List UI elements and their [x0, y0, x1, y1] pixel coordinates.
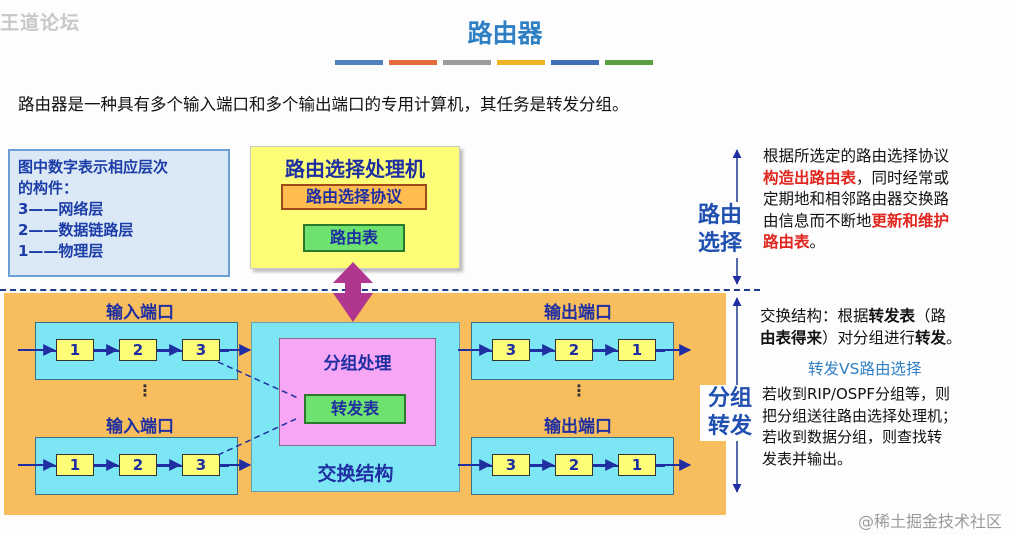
emphasis-text: 更新和维护 — [871, 211, 950, 230]
legend-line: 图中数字表示相应层次 — [18, 158, 169, 176]
text-line: 路由表。 — [763, 232, 1008, 254]
color-bar-1 — [335, 60, 383, 65]
output-port-title: 输出端口 — [544, 303, 612, 323]
legend-line: 2——数据链路层 — [18, 221, 134, 239]
double-arrow-icon — [333, 262, 373, 322]
layer-cell: 3 — [182, 454, 220, 476]
forwarding-section-label: 分组 转发 — [700, 385, 760, 441]
layer-cell: 1 — [618, 454, 656, 476]
layer-cell: 3 — [182, 339, 220, 361]
watermark-bottom-right: @稀土掘金技术社区 — [857, 512, 1002, 531]
forwarding-detail: 若收到RIP/OSPF分组等，则 把分组送往路由选择处理机； 若收到数据分组，则… — [762, 384, 1010, 470]
text-line: 若收到数据分组，则查找转 — [762, 428, 943, 446]
text-span: 。 — [809, 233, 826, 251]
text-line: 发表并输出。 — [762, 449, 853, 468]
text-span: 交换结构：根据 — [760, 307, 869, 325]
layer-cell: 2 — [119, 454, 157, 476]
text-line: 交换结构：根据转发表（路 — [760, 306, 1010, 328]
text-line: 把分组送往路由选择处理机； — [762, 406, 958, 425]
color-bar-2 — [389, 60, 437, 65]
color-bar-3 — [443, 60, 491, 65]
title-color-bars — [335, 60, 653, 66]
legend-line: 1——物理层 — [18, 242, 104, 260]
text-span: 。 — [946, 328, 962, 347]
text-line: 构造出路由表，同时经常或 — [763, 168, 1008, 190]
legend-line: 3——网络层 — [18, 200, 104, 218]
text-span: ，同时经常或 — [856, 168, 950, 187]
routing-explanation: 根据所选定的路由选择协议 构造出路由表，同时经常或 定期地和相邻路由器交换路 由… — [763, 146, 1008, 254]
input-port-box: 1 2 3 — [35, 322, 238, 380]
output-ellipsis: ⋮ — [571, 381, 587, 400]
text-span: （路 — [915, 307, 947, 325]
input-ellipsis: ⋮ — [137, 381, 153, 400]
legend-line: 的构件： — [18, 179, 79, 197]
switch-fabric-label: 交换结构 — [317, 463, 394, 485]
layer-cell: 1 — [56, 339, 94, 361]
emphasis-text: 构造出路由表 — [763, 168, 857, 187]
layer-cell: 2 — [555, 339, 593, 361]
forwarding-table-box: 转发表 — [304, 394, 406, 424]
input-port-title: 输入端口 — [106, 417, 174, 437]
routing-table-box: 路由表 — [303, 224, 405, 252]
text-span: 由信息而不断地 — [763, 211, 872, 230]
color-bar-5 — [551, 60, 599, 65]
output-port-box: 3 2 1 — [471, 322, 674, 380]
intro-text: 路由器是一种具有多个输入端口和多个输出端口的专用计算机，其任务是转发分组。 — [18, 95, 629, 114]
bold-text: 由表得来 — [760, 328, 823, 347]
forwarding-vs-routing-label: 转发VS路由选择 — [808, 360, 922, 378]
routing-protocol-box: 路由选择协议 — [281, 184, 427, 210]
routing-label-line: 选择 — [697, 231, 742, 256]
text-line: 若收到RIP/OSPF分组等，则 — [762, 385, 950, 403]
text-line: 由信息而不断地更新和维护 — [763, 211, 1008, 233]
bold-text: 转发 — [915, 328, 947, 347]
routing-processor-box: 路由选择处理机 路由选择协议 路由表 — [250, 146, 460, 269]
legend-box: 图中数字表示相应层次 的构件： 3——网络层 2——数据链路层 1——物理层 — [8, 149, 230, 277]
input-port-box: 1 2 3 — [35, 437, 238, 495]
output-port-title: 输出端口 — [544, 417, 612, 437]
layer-cell: 1 — [56, 454, 94, 476]
text-line: 根据所选定的路由选择协议 — [763, 147, 950, 165]
layer-cell: 3 — [492, 454, 530, 476]
layer-cell: 2 — [119, 339, 157, 361]
slide-title: 路由器 — [467, 19, 543, 48]
layer-divider-dashed — [0, 289, 760, 291]
routing-section-label: 路由 选择 — [690, 202, 750, 258]
text-line: 由表得来）对分组进行转发。 — [760, 328, 1010, 350]
forwarding-explanation: 交换结构：根据转发表（路 由表得来）对分组进行转发。 — [760, 306, 1010, 349]
routing-label-line: 路由 — [697, 203, 742, 228]
color-bar-4 — [497, 60, 545, 65]
emphasis-text: 路由表 — [763, 233, 810, 251]
packet-processing-label: 分组处理 — [323, 354, 392, 374]
forwarding-label-line: 转发 — [707, 414, 752, 439]
text-span: ）对分组进行 — [822, 328, 916, 347]
layer-cell: 2 — [555, 454, 593, 476]
forwarding-label-line: 分组 — [707, 386, 752, 411]
input-port-title: 输入端口 — [106, 303, 174, 323]
switch-fabric-box: 分组处理 转发表 交换结构 — [251, 322, 460, 492]
packet-processing-box: 分组处理 转发表 — [279, 338, 436, 446]
text-line: 定期地和相邻路由器交换路 — [763, 190, 950, 208]
layer-cell: 3 — [492, 339, 530, 361]
bold-text: 转发表 — [868, 307, 916, 325]
color-bar-6 — [605, 60, 653, 65]
routing-processor-title: 路由选择处理机 — [285, 157, 425, 181]
layer-cell: 1 — [618, 339, 656, 361]
watermark-top-left: 王道论坛 — [0, 12, 81, 34]
